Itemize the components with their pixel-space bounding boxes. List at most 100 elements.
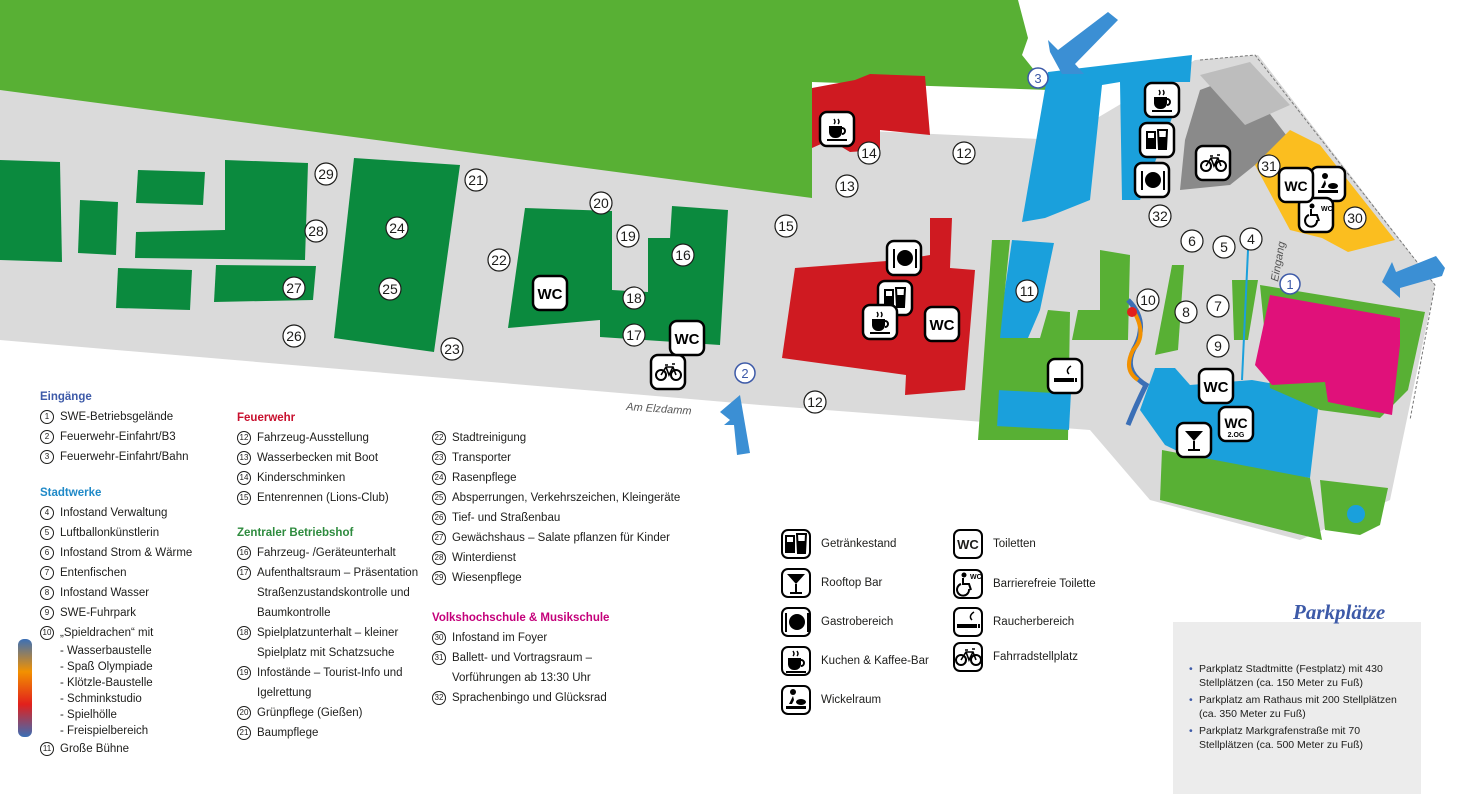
map-wc-icon-2: WC: [668, 319, 706, 357]
legend-sub-item: - Schminkstudio: [60, 693, 142, 705]
svg-text:11: 11: [1020, 283, 1035, 299]
pink-building: [1255, 295, 1400, 415]
legend-item-label: Aufenthaltsraum – Präsentation: [257, 567, 419, 579]
location-marker-n32: 32: [1148, 204, 1172, 228]
svg-text:22: 22: [491, 252, 507, 268]
svg-text:16: 16: [675, 247, 691, 263]
svg-text:5: 5: [1220, 239, 1228, 255]
map-icon-raucher: [1046, 357, 1084, 395]
legend-item-label: Wasserbecken mit Boot: [257, 452, 379, 464]
legend-number-badge: 8: [40, 586, 54, 600]
legend-item-label: Stadtreinigung: [452, 432, 527, 444]
legend-number-badge: 14: [237, 471, 251, 485]
svg-text:20: 20: [593, 195, 609, 211]
legend-item-label: Baumpflege: [257, 727, 319, 739]
legend-item-label: „Spieldrachen“ mit: [60, 627, 154, 639]
symbol-rooftop-bar: Rooftop Bar: [781, 568, 882, 598]
location-marker-n13: 13: [835, 174, 859, 198]
legend-number-badge: 17: [237, 566, 251, 580]
legend-number-badge: 4: [40, 506, 54, 520]
svg-text:WC: WC: [538, 286, 563, 303]
map-wc-icon-3: WC: [923, 305, 961, 343]
legend-item-label: Große Bühne: [60, 743, 130, 755]
map-icon-fahrrad-mid: [649, 353, 687, 391]
entrance-arrows: [720, 12, 1445, 455]
svg-text:9: 9: [1214, 338, 1222, 354]
legend-number-badge: 3: [40, 450, 54, 464]
legend-item-label: Absperrungen, Verkehrszeichen, Kleingerä…: [452, 492, 681, 504]
legend-number-badge: 12: [237, 431, 251, 445]
legend-number-badge: 25: [432, 491, 446, 505]
legend-item-label: SWE-Fuhrpark: [60, 607, 137, 619]
legend-item-label: Entenrennen (Lions-Club): [257, 492, 389, 504]
blue-pool-small: [997, 390, 1071, 430]
svg-text:12: 12: [807, 394, 823, 410]
dragon-sculpture-icon: [1125, 298, 1150, 426]
location-marker-n6: 6: [1180, 229, 1204, 253]
parking-list: Parkplatz Stadtmitte (Festplatz) mit 430…: [1173, 622, 1421, 752]
legend-item: 21 Baumpflege: [237, 723, 418, 743]
baby-changing-icon: [781, 685, 811, 715]
legend-number-badge: 2: [40, 430, 54, 444]
svg-text:18: 18: [626, 290, 642, 306]
location-marker-n26: 26: [282, 324, 306, 348]
location-marker-n12a: 12: [952, 141, 976, 165]
symbol-label: Getränkestand: [821, 538, 897, 550]
smoking-icon: [953, 607, 983, 637]
symbol-label: Gastrobereich: [821, 616, 894, 628]
legend-number-badge: 1: [40, 410, 54, 424]
symbol-fahrrad: Fahrradstellplatz: [953, 642, 1078, 672]
legend-title-eingaenge: Eingänge: [40, 391, 92, 403]
location-marker-n11: 11: [1015, 279, 1039, 303]
legend-sub-item: - Klötzle-Baustelle: [60, 677, 153, 689]
legend-item-label: Entenfischen: [60, 567, 127, 579]
parking-info-panel: Parkplatz Stadtmitte (Festplatz) mit 430…: [1173, 622, 1421, 794]
legend-item: 10„Spieldrachen“ mit: [40, 623, 192, 643]
legend-item-label: Sprachenbingo und Glücksrad: [452, 692, 607, 704]
legend-number-badge: 6: [40, 546, 54, 560]
legend-number-badge: 21: [237, 726, 251, 740]
legend-item-label: Infostand im Foyer: [452, 632, 548, 644]
map-icon-getraenke-top: [1138, 121, 1176, 159]
symbol-label: Kuchen & Kaffee-Bar: [821, 655, 929, 667]
legend-item-label: Fahrzeug-Ausstellung: [257, 432, 369, 444]
legend-item-label: Luftballonkünstlerin: [60, 527, 160, 539]
legend-number-badge: 13: [237, 451, 251, 465]
legend-number-badge: 11: [40, 742, 54, 756]
legend-item-label: Kinderschminken: [257, 472, 346, 484]
green-field-north: [0, 0, 1050, 198]
entrance-1-line: [1241, 249, 1249, 381]
location-marker-n7: 7: [1206, 294, 1230, 318]
drinks-icon: [781, 529, 811, 559]
map-wc-icon-4: WC: [1277, 166, 1315, 204]
symbol-barrierefrei: WC Barrierefreie Toilette: [953, 569, 1096, 599]
location-marker-n19: 19: [616, 224, 640, 248]
legend-number-badge: 27: [432, 531, 446, 545]
symbol-label: Fahrradstellplatz: [993, 651, 1079, 663]
svg-text:2: 2: [741, 366, 748, 381]
svg-text:27: 27: [286, 280, 302, 296]
dragon-legend-icon: [18, 639, 32, 737]
legend-item: 11 Große Bühne: [40, 739, 192, 759]
legend-number-badge: 31: [432, 651, 446, 665]
legend-item-label: SWE-Betriebsgelände: [60, 411, 174, 423]
map-icon-kaffee-top: [1143, 81, 1181, 119]
legend-item-continuation: Spielplatz mit Schatzsuche: [257, 647, 395, 659]
svg-text:14: 14: [861, 145, 877, 161]
svg-text:12: 12: [956, 145, 972, 161]
location-marker-n22: 22: [487, 248, 511, 272]
location-marker-n27: 27: [282, 276, 306, 300]
svg-text:8: 8: [1182, 304, 1190, 320]
symbol-raucherbereich: Raucherbereich: [953, 607, 1074, 637]
